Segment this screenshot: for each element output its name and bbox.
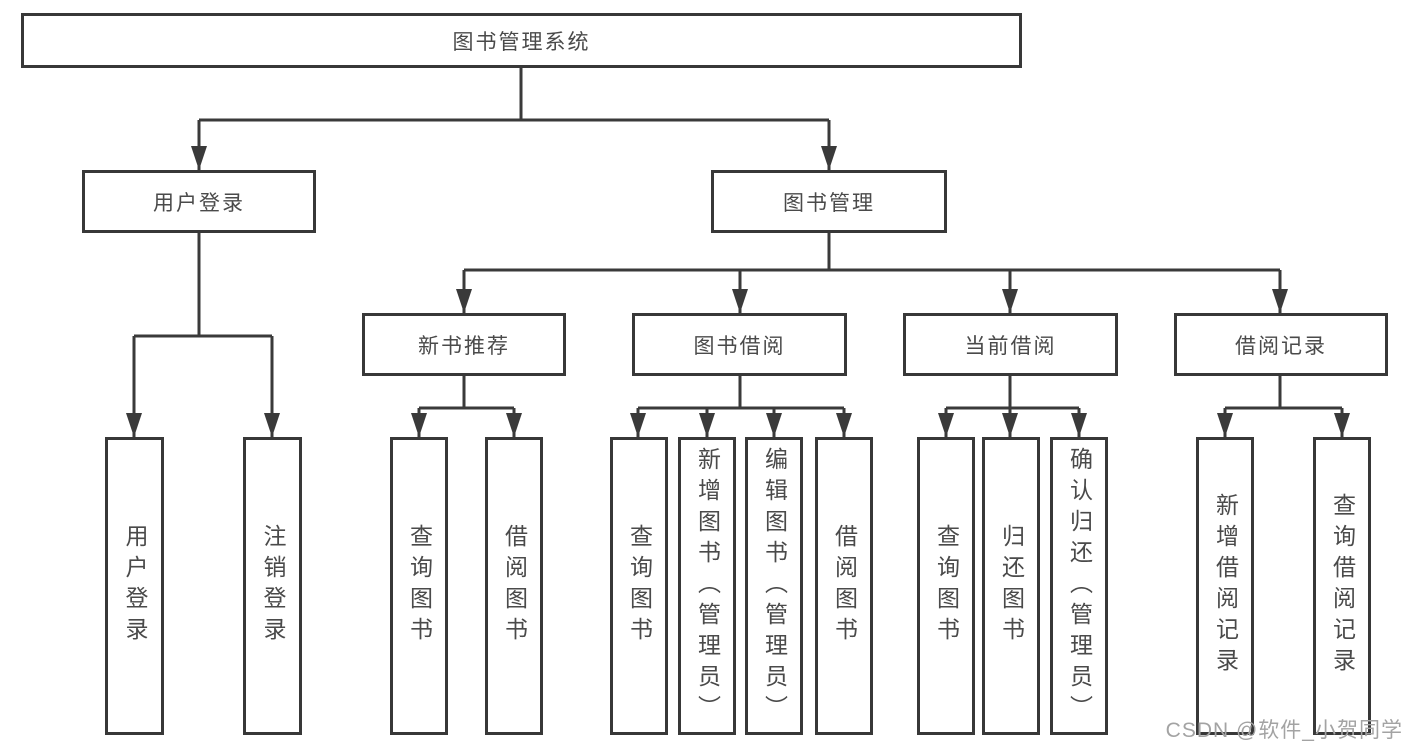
leaf-query-books-a: 查询图书 [390, 437, 448, 735]
leaf-query-borrow-record-label: 查询借阅记录 [1329, 493, 1356, 679]
node-new-book-recommend-label: 新书推荐 [418, 334, 510, 358]
leaf-user-login: 用户登录 [105, 437, 164, 735]
leaf-query-books-b-label: 查询图书 [626, 524, 653, 648]
leaf-add-borrow-record-label: 新增借阅记录 [1212, 493, 1239, 679]
leaf-add-book-admin: 新增图书（管理员） [678, 437, 736, 735]
connector-borrow-record-rail [1225, 376, 1342, 410]
node-borrow-records: 借阅记录 [1174, 313, 1388, 376]
node-root: 图书管理系统 [21, 13, 1022, 68]
connector-book-mgmt-rail [464, 233, 1280, 272]
leaf-return-book-label: 归还图书 [998, 524, 1025, 648]
node-new-book-recommend: 新书推荐 [362, 313, 566, 376]
leaf-query-books-c-label: 查询图书 [933, 524, 960, 648]
leaf-user-login-label: 用户登录 [122, 524, 148, 648]
csdn-watermark: CSDN @软件_小贺同学 [1165, 719, 1403, 742]
node-book-management-group-label: 图书管理 [783, 191, 875, 215]
connector-new-book-rail [419, 376, 514, 410]
leaf-add-book-admin-label: 新增图书（管理员） [694, 446, 721, 726]
node-current-borrow: 当前借阅 [903, 313, 1118, 376]
leaf-edit-book-admin-label: 编辑图书（管理员） [761, 446, 788, 726]
connector-user-login-rail [134, 233, 272, 338]
connector-root-rail [199, 68, 829, 122]
leaf-edit-book-admin: 编辑图书（管理员） [745, 437, 803, 735]
leaf-confirm-return-admin: 确认归还（管理员） [1050, 437, 1108, 735]
node-user-login-group-label: 用户登录 [153, 191, 245, 215]
leaf-logout: 注销登录 [243, 437, 302, 735]
node-user-login-group: 用户登录 [82, 170, 316, 233]
node-book-borrow: 图书借阅 [632, 313, 847, 376]
connector-current-borrow-rail [946, 376, 1079, 410]
leaf-return-book: 归还图书 [982, 437, 1040, 735]
leaf-borrow-books-a: 借阅图书 [485, 437, 543, 735]
leaf-confirm-return-admin-label: 确认归还（管理员） [1066, 446, 1093, 726]
node-current-borrow-label: 当前借阅 [964, 334, 1057, 358]
leaf-query-books-c: 查询图书 [917, 437, 975, 735]
leaf-query-books-a-label: 查询图书 [406, 524, 433, 648]
node-book-management-group: 图书管理 [711, 170, 947, 233]
leaf-borrow-books-a-label: 借阅图书 [501, 524, 528, 648]
node-book-borrow-label: 图书借阅 [693, 334, 786, 358]
leaf-query-borrow-record: 查询借阅记录 [1313, 437, 1371, 735]
leaf-logout-label: 注销登录 [260, 524, 286, 648]
leaf-query-books-b: 查询图书 [610, 437, 668, 735]
connector-book-borrow-rail [638, 376, 844, 410]
node-borrow-records-label: 借阅记录 [1235, 334, 1327, 358]
leaf-borrow-books-b-label: 借阅图书 [831, 524, 858, 648]
leaf-add-borrow-record: 新增借阅记录 [1196, 437, 1254, 735]
leaf-borrow-books-b: 借阅图书 [815, 437, 873, 735]
node-root-label: 图书管理系统 [452, 30, 591, 54]
